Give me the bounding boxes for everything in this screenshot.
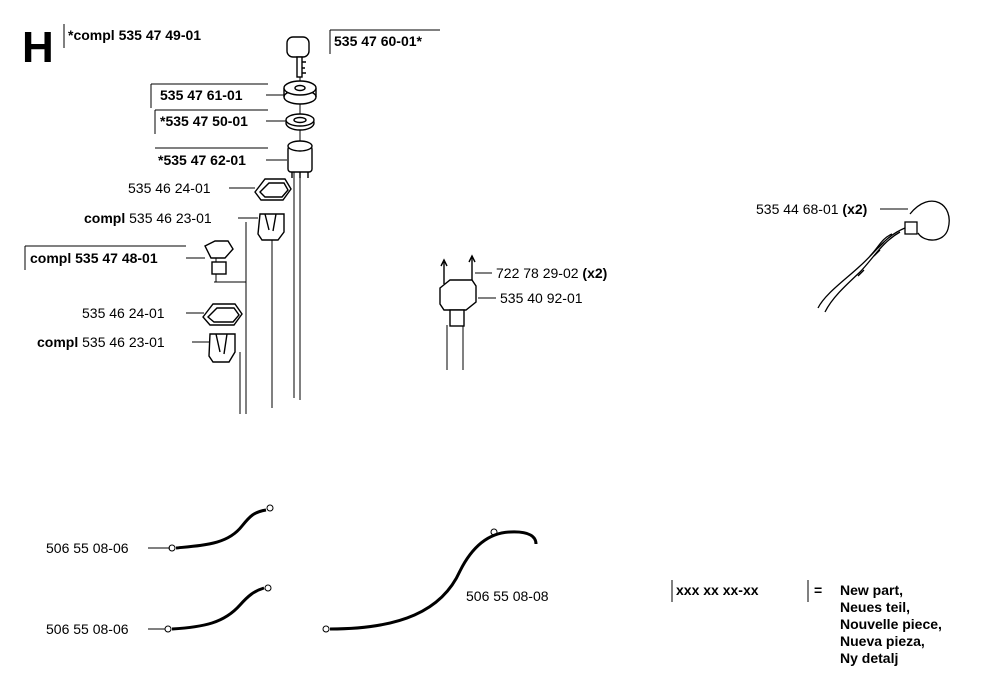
legend-line: Nouvelle piece,	[840, 616, 942, 632]
cable-icon	[164, 584, 272, 633]
part-label-cover-1: 535 46 24-01	[128, 180, 211, 196]
part-number: 535 44 68-01	[756, 201, 839, 217]
legend-line: Nueva pieza,	[840, 633, 925, 649]
part-label-terminal: 722 78 29-02 (x2)	[496, 265, 607, 281]
cable-icon	[322, 528, 538, 633]
part-label-cover-2: 535 46 24-01	[82, 305, 165, 321]
part-number: 535 46 23-01	[129, 210, 212, 226]
part-number: 535 46 23-01	[82, 334, 165, 350]
cable-icon	[168, 504, 274, 552]
part-prefix: compl	[84, 210, 126, 226]
nut-icon	[283, 80, 317, 105]
quantity: (x2)	[582, 265, 608, 281]
relay-icon	[439, 254, 477, 327]
part-label-ignition-switch: *535 47 62-01	[158, 152, 246, 168]
part-label-cable-c: 506 55 08-08	[466, 588, 549, 604]
rocker-switch-icon	[257, 213, 285, 241]
key-box	[329, 29, 440, 54]
part-label-switch-1: compl 535 46 23-01	[84, 210, 212, 226]
ignition-switch-icon	[287, 140, 313, 178]
part-label-key: 535 47 60-01*	[334, 33, 422, 49]
washer-icon	[285, 113, 315, 131]
part-label-kit-mid: compl 535 47 48-01	[30, 250, 158, 266]
control-knob-icon	[204, 240, 234, 275]
part-label-cable-a: 506 55 08-06	[46, 540, 129, 556]
part-label-switch-2: compl 535 46 23-01	[37, 334, 165, 350]
key-icon	[286, 36, 310, 78]
legend-equals: =	[814, 582, 823, 598]
part-label-kit-top: *compl 535 47 49-01	[68, 27, 202, 43]
part-label-harness: 535 44 68-01 (x2)	[756, 201, 867, 217]
part-label-washer: *535 47 50-01	[160, 113, 248, 129]
quantity: (x2)	[842, 201, 868, 217]
legend-bracket	[671, 580, 809, 602]
legend-line: Ny detalj	[840, 650, 899, 666]
part-prefix: compl	[37, 334, 79, 350]
part-label-relay: 535 40 92-01	[500, 290, 583, 306]
rocker-switch-icon	[208, 333, 236, 363]
switch-cover-icon	[254, 178, 292, 201]
legend-code: xxx xx xx-xx	[676, 582, 759, 598]
wire-harness-icon	[817, 200, 950, 313]
legend-line: New part,	[840, 582, 904, 598]
legend-line: Neues teil,	[840, 599, 911, 615]
part-label-cable-b: 506 55 08-06	[46, 621, 129, 637]
part-label-nut: 535 47 61-01	[160, 87, 243, 103]
section-letter: H	[22, 23, 54, 72]
nut-box	[150, 83, 268, 108]
part-number: 722 78 29-02	[496, 265, 579, 281]
washer-box	[154, 109, 268, 134]
switch-cover-icon	[202, 303, 243, 326]
kit-mid-box	[24, 245, 186, 270]
